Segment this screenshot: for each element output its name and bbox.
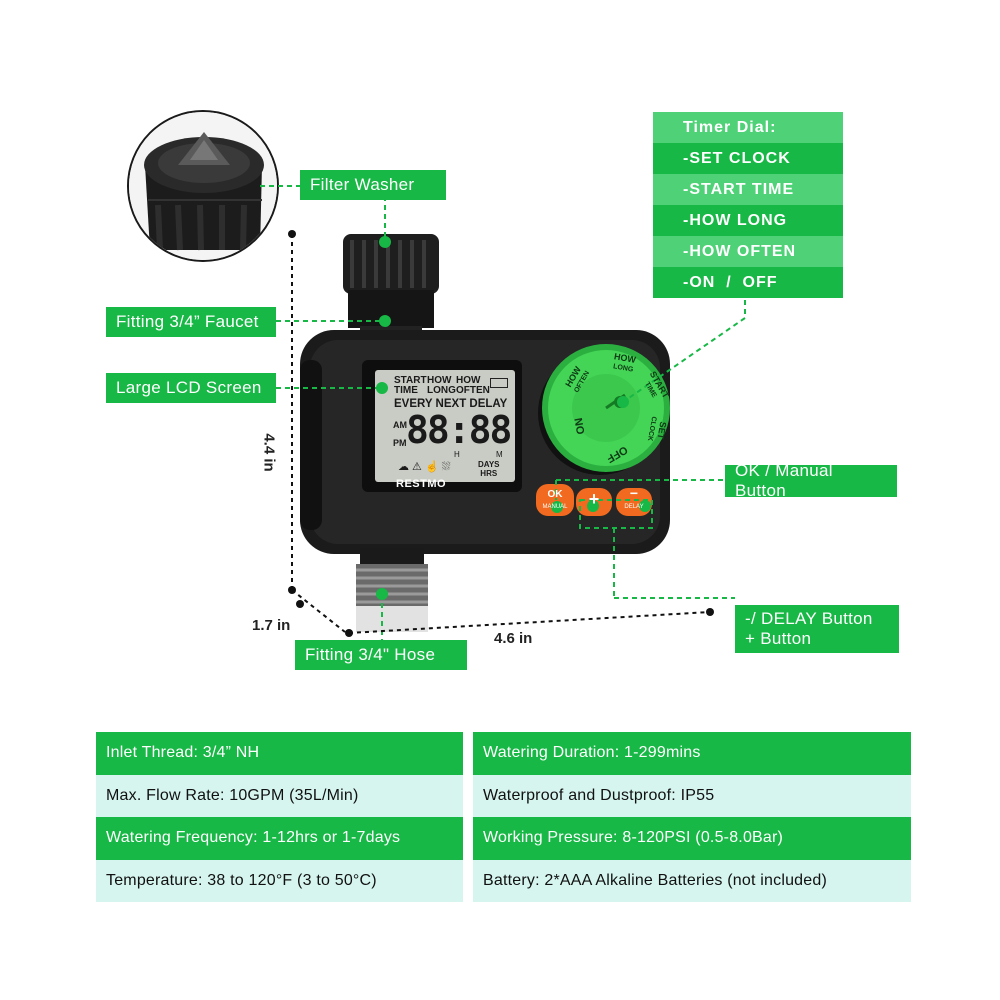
spec-cell: Working Pressure: 8-120PSI (0.5-8.0Bar)	[473, 817, 911, 860]
spec-row: Temperature: 38 to 120°F (3 to 50°C) Bat…	[96, 859, 911, 902]
fitting-hose-label: Fitting 3/4" Hose	[295, 640, 467, 670]
timer-dial-item: -START TIME	[653, 174, 843, 205]
ok-manual-label: OK / Manual Button	[725, 461, 897, 500]
lcd-h: H	[454, 450, 460, 459]
spec-cell: Temperature: 38 to 120°F (3 to 50°C)	[96, 859, 463, 902]
spec-cell: Watering Duration: 1-299mins	[473, 732, 911, 775]
lcd-am: AM	[393, 420, 407, 430]
spec-row: Max. Flow Rate: 10GPM (35L/Min) Waterpro…	[96, 774, 911, 817]
timer-dial-title: Timer Dial:	[653, 112, 843, 143]
lcd-screen	[375, 370, 515, 482]
timer-dial-legend: Timer Dial: -SET CLOCK -START TIME -HOW …	[653, 112, 843, 300]
faucet-fitting	[343, 234, 439, 344]
spec-row: Inlet Thread: 3/4” NH Watering Duration:…	[96, 732, 911, 775]
timer-dial-item: -HOW OFTEN	[653, 236, 843, 267]
timer-dial-item: -ON / OFF	[653, 267, 843, 298]
lcd-pm: PM	[393, 438, 407, 448]
spec-cell: Watering Frequency: 1-12hrs or 1-7days	[96, 817, 463, 860]
spec-cell: Waterproof and Dustproof: IP55	[473, 774, 911, 817]
spec-cell: Inlet Thread: 3/4” NH	[96, 732, 463, 775]
hose-fitting	[356, 548, 428, 632]
callout-lines	[260, 185, 746, 640]
plus-button-label: +	[588, 489, 600, 509]
dimension-width: 4.6 in	[494, 630, 533, 647]
timer-dial-item: -HOW LONG	[653, 205, 843, 236]
delay-button-label: −DELAY	[624, 485, 644, 510]
spec-table: Inlet Thread: 3/4” NH Watering Duration:…	[96, 732, 911, 902]
lcd-digits: 88:88	[406, 408, 512, 452]
timer-dial[interactable]	[538, 344, 670, 475]
dimension-dots	[288, 230, 714, 637]
filter-washer-label: Filter Washer	[300, 170, 446, 200]
spec-cell: Battery: 2*AAA Alkaline Batteries (not i…	[473, 859, 911, 902]
dimension-depth: 1.7 in	[252, 617, 291, 634]
delay-label-line2: + Button	[745, 629, 812, 648]
delay-button-label-box: -/ DELAY Button + Button	[735, 605, 899, 653]
lcd-m: M	[496, 450, 503, 459]
dimension-lines	[291, 234, 711, 634]
battery-icon	[490, 378, 508, 388]
delay-label-line1: -/ DELAY Button	[745, 609, 873, 629]
filter-washer-image	[127, 110, 279, 262]
spec-row: Watering Frequency: 1-12hrs or 1-7days W…	[96, 817, 911, 860]
lcd-mode-row: EVERY NEXT DELAY	[394, 398, 508, 410]
timer-dial-item: -SET CLOCK	[653, 143, 843, 174]
callout-dots	[376, 236, 651, 600]
dimension-height: 4.4 in	[260, 433, 278, 472]
large-lcd-label: Large LCD Screen	[106, 373, 276, 403]
brand-logo: RESTMO	[396, 478, 447, 490]
fitting-faucet-label: Fitting 3/4” Faucet	[106, 307, 276, 337]
weather-icons: ☁ ⚠ ☝ ⛆	[398, 461, 451, 473]
dial-on: ON	[572, 416, 588, 436]
spec-cell: Max. Flow Rate: 10GPM (35L/Min)	[96, 774, 463, 817]
